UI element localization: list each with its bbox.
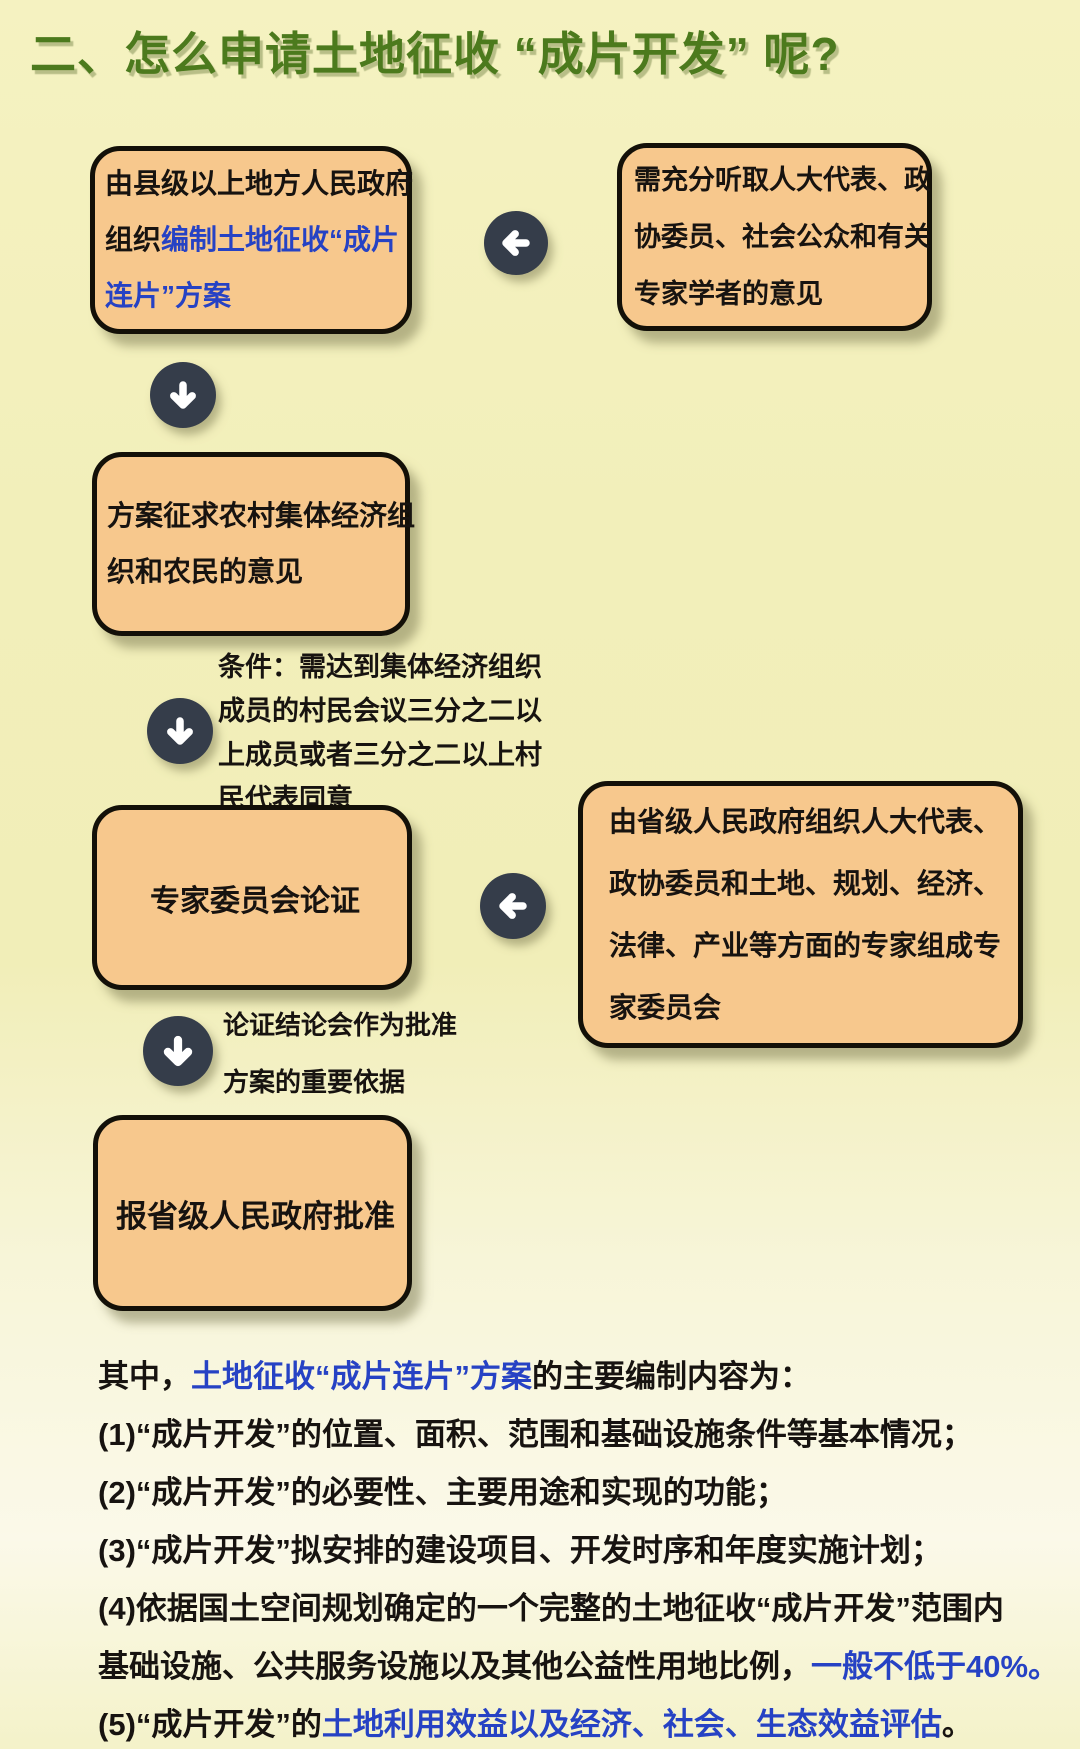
arrow-down-icon	[150, 362, 216, 428]
details-item-5: (5)“成片开发”的土地利用效益以及经济、社会、生态效益评估。	[98, 1707, 973, 1742]
box-listen-line3: 专家学者的意见	[634, 278, 823, 309]
arrow-left-icon	[484, 211, 548, 275]
conclusion-note-line1: 论证结论会作为批准	[223, 1010, 458, 1040]
flow-box-approve: 报省级人民政府批准	[93, 1115, 412, 1311]
box-plan-line1: 由县级以上地方人民政府	[105, 168, 414, 199]
page-title: 二、怎么申请土地征收 “成片开发” 呢?	[30, 28, 840, 80]
condition-line3: 上成员或者三分之二以上村	[218, 740, 542, 770]
details-item-4-line1: (4)依据国土空间规划确定的一个完整的土地征收“成片开发”范围内	[98, 1591, 1004, 1626]
box-consult-line1: 方案征求农村集体经济组	[107, 500, 416, 531]
box-committee-line1: 由省级人民政府组织人大代表、	[609, 805, 1002, 837]
arrow-down-icon	[147, 698, 213, 764]
details-section: 其中，土地征收“成片连片”方案的主要编制内容为： (1)“成片开发”的位置、面积…	[98, 1348, 1060, 1749]
box-consult-line2: 织和农民的意见	[107, 556, 304, 587]
conclusion-note-line2: 方案的重要依据	[223, 1067, 406, 1097]
box-listen-line2: 协委员、社会公众和有关	[634, 221, 931, 252]
details-item-3: (3)“成片开发”拟安排的建设项目、开发时序和年度实施计划；	[98, 1533, 942, 1568]
arrow-left-glyph	[499, 893, 527, 919]
flow-box-plan: 由县级以上地方人民政府 组织编制土地征收“成片 连片”方案	[90, 146, 414, 334]
details-item-2: (2)“成片开发”的必要性、主要用途和实现的功能；	[98, 1475, 787, 1510]
flow-box-consult: 方案征求农村集体经济组 织和农民的意见	[92, 452, 416, 636]
arrow-down-glyph	[167, 717, 193, 745]
arrow-down-glyph	[163, 1035, 193, 1067]
flow-box-listen: 需充分听取人大代表、政 协委员、社会公众和有关 专家学者的意见	[617, 143, 932, 331]
arrow-down-glyph	[170, 381, 196, 409]
condition-note: 条件：需达到集体经济组织 成员的村民会议三分之二以 上成员或者三分之二以上村 民…	[218, 645, 542, 821]
box-plan-line3: 连片”方案	[105, 280, 232, 311]
flow-box-expert: 专家委员会论证	[92, 805, 412, 990]
box-approve-label: 报省级人民政府批准	[116, 1198, 395, 1234]
details-item-4-line2: 基础设施、公共服务设施以及其他公益性用地比例，一般不低于40%。	[98, 1649, 1060, 1684]
arrow-left-glyph	[502, 230, 530, 256]
arrow-left-icon	[480, 873, 546, 939]
conclusion-note: 论证结论会作为批准 方案的重要依据	[223, 997, 457, 1111]
box-committee-line4: 家委员会	[609, 991, 722, 1023]
box-plan-line2: 组织编制土地征收“成片	[105, 224, 400, 255]
details-intro: 其中，土地征收“成片连片”方案的主要编制内容为：	[98, 1359, 811, 1394]
box-committee-line2: 政协委员和土地、规划、经济、	[609, 867, 1002, 899]
box-committee-line3: 法律、产业等方面的专家组成专	[609, 929, 1002, 961]
details-item-1: (1)“成片开发”的位置、面积、范围和基础设施条件等基本情况；	[98, 1417, 973, 1452]
condition-line2: 成员的村民会议三分之二以	[218, 696, 542, 726]
arrow-down-icon	[143, 1016, 213, 1086]
condition-line1: 条件：需达到集体经济组织	[218, 652, 542, 682]
box-expert-label: 专家委员会论证	[150, 884, 360, 918]
flow-box-committee: 由省级人民政府组织人大代表、 政协委员和土地、规划、经济、 法律、产业等方面的专…	[578, 781, 1023, 1048]
box-listen-line1: 需充分听取人大代表、政	[634, 164, 931, 195]
